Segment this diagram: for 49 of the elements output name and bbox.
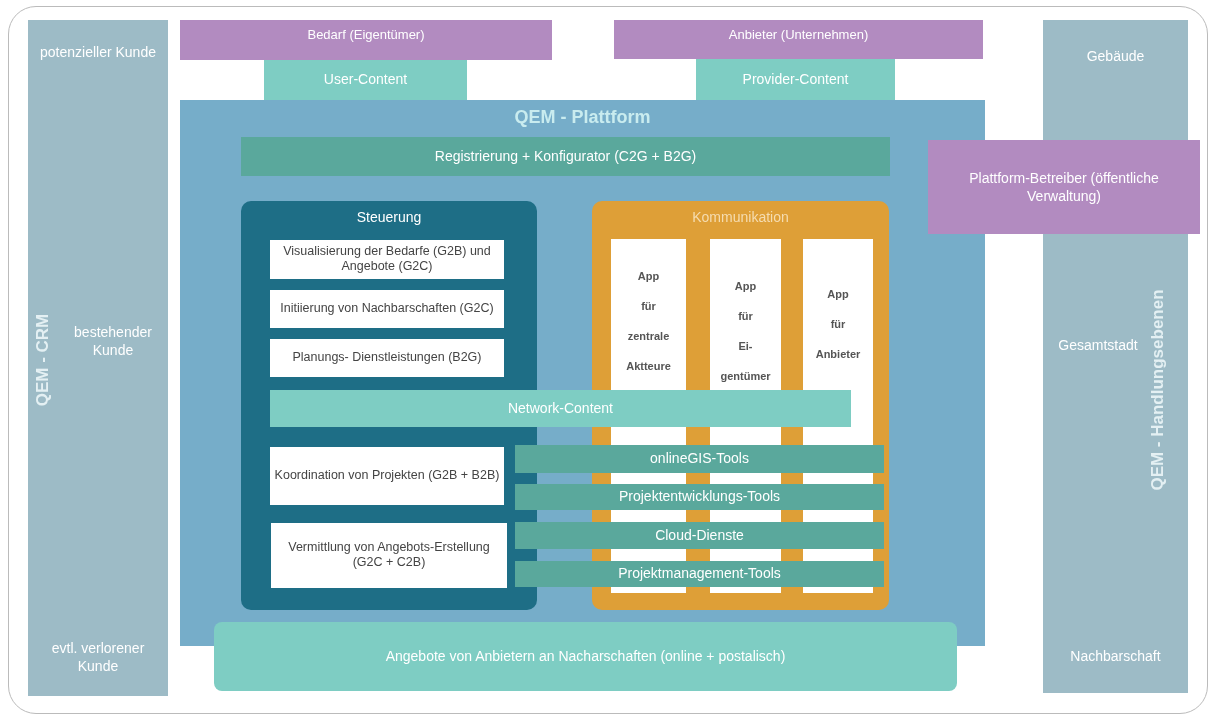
level-label: Gebäude	[1085, 48, 1146, 66]
tool-bar	[515, 561, 884, 587]
module-bar	[241, 137, 890, 176]
function-box	[270, 290, 504, 328]
app-label: App für Anbieter	[814, 287, 862, 362]
panel-title: Steuerung	[355, 209, 423, 227]
app-label: App für zentrale Aktteure	[625, 269, 672, 374]
bar-label: Anbieter (Unternehmen)	[727, 27, 870, 44]
app-label: App für Ei- gentümer	[719, 279, 772, 384]
vertical-title: QEM - CRM	[33, 312, 53, 409]
level-label: potenzieller Kunde	[39, 44, 157, 62]
box-label: Vermittlung von Angebots-Erstellung (G2C + C2B)	[287, 539, 491, 572]
panel-title: Kommunikation	[691, 209, 790, 227]
box-label: Plattform-Betreiber (öffentliche Verwaltung)	[968, 169, 1160, 205]
box-label: onlineGIS-Tools	[649, 450, 750, 468]
bar-label: Bedarf (Eigentümer)	[306, 27, 426, 44]
tool-bar	[515, 484, 884, 510]
level-column	[28, 20, 168, 696]
box-label: Koordination von Projekten (G2B + B2B)	[274, 468, 500, 484]
level-label: evtl. verlorener Kunde	[50, 640, 146, 675]
panel-title: QEM - Plattform	[513, 106, 652, 129]
box-label: Visualisierung der Bedarfe (G2B) und Angebote (G2C)	[282, 243, 492, 276]
box-label: Angebote von Anbietern an Nacharschaften (online + postalisch)	[384, 647, 787, 666]
function-box	[270, 240, 504, 279]
box-label: Planungs- Dienstleistungen (B2G)	[291, 350, 483, 366]
box-label: Cloud-Dienste	[654, 526, 745, 545]
box-label: Registrierung + Konfigurator (C2G + B2G)	[433, 147, 698, 166]
level-label: Nachbarschaft	[1069, 648, 1162, 666]
content-bar	[270, 390, 851, 427]
function-box	[270, 339, 504, 377]
tool-bar	[515, 445, 884, 473]
offer-bar	[214, 622, 957, 691]
content-box	[696, 59, 895, 100]
box-label: Network-Content	[506, 399, 614, 418]
operator-box	[928, 140, 1200, 234]
vertical-title: QEM - Handlungsebenen	[1148, 288, 1168, 493]
function-box	[270, 447, 504, 505]
stakeholder-bar	[614, 20, 983, 59]
content-box	[264, 60, 467, 100]
level-label: bestehender Kunde	[73, 324, 153, 359]
box-label: Provider-Content	[741, 70, 850, 89]
box-label: Projektmanagement-Tools	[617, 565, 782, 583]
tool-bar	[515, 522, 884, 549]
level-label: Gesamtstadt	[1057, 337, 1139, 355]
stakeholder-bar	[180, 20, 552, 60]
function-box	[271, 523, 507, 588]
box-label: User-Content	[322, 71, 409, 89]
box-label: Initiierung von Nachbarschaften (G2C)	[279, 301, 495, 317]
box-label: Projektentwicklungs-Tools	[617, 488, 782, 506]
